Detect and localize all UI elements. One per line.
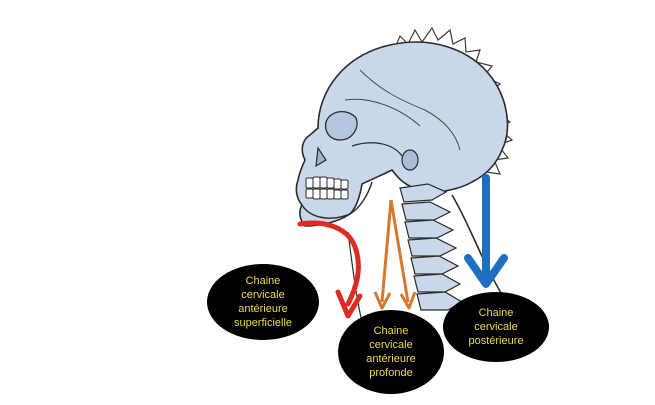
temporal-line: [344, 98, 421, 127]
posterior-chain-text: Chaine cervicale postérieure: [468, 307, 524, 347]
posterior-neck-outline: [451, 194, 506, 301]
skull: [295, 41, 509, 227]
deep-anterior-chain-label: Chaine cervicale antérieure profonde: [338, 310, 444, 394]
nasal-cavity: [315, 146, 327, 168]
teeth: [305, 176, 349, 200]
deep-anterior-chain-text: Chaine cervicale antérieure profonde: [366, 325, 416, 379]
deep-chain-arrow-right: [389, 199, 410, 303]
cranial-suture: [359, 69, 461, 151]
superficial-chain-arrow: [297, 220, 361, 307]
zygomatic-arch: [351, 142, 403, 157]
mandible: [301, 181, 373, 219]
posterior-chain-arrowhead: [464, 254, 508, 288]
posterior-chain-label: Chaine cervicale postérieure: [443, 292, 549, 362]
superficial-anterior-chain-label: Chaine cervicale antérieure superficiell…: [207, 264, 319, 340]
superficial-anterior-chain-text: Chaine cervicale antérieure superficiell…: [233, 275, 293, 329]
deep-chain-arrowhead-left: [373, 291, 392, 310]
eye-orbit: [324, 111, 358, 141]
superficial-chain-arrowhead: [335, 289, 363, 319]
cervical-spine: [399, 183, 464, 311]
deep-chain-arrowhead-right: [399, 291, 417, 310]
ear-canal: [401, 149, 419, 171]
deep-chain-arrow-left: [380, 199, 393, 303]
